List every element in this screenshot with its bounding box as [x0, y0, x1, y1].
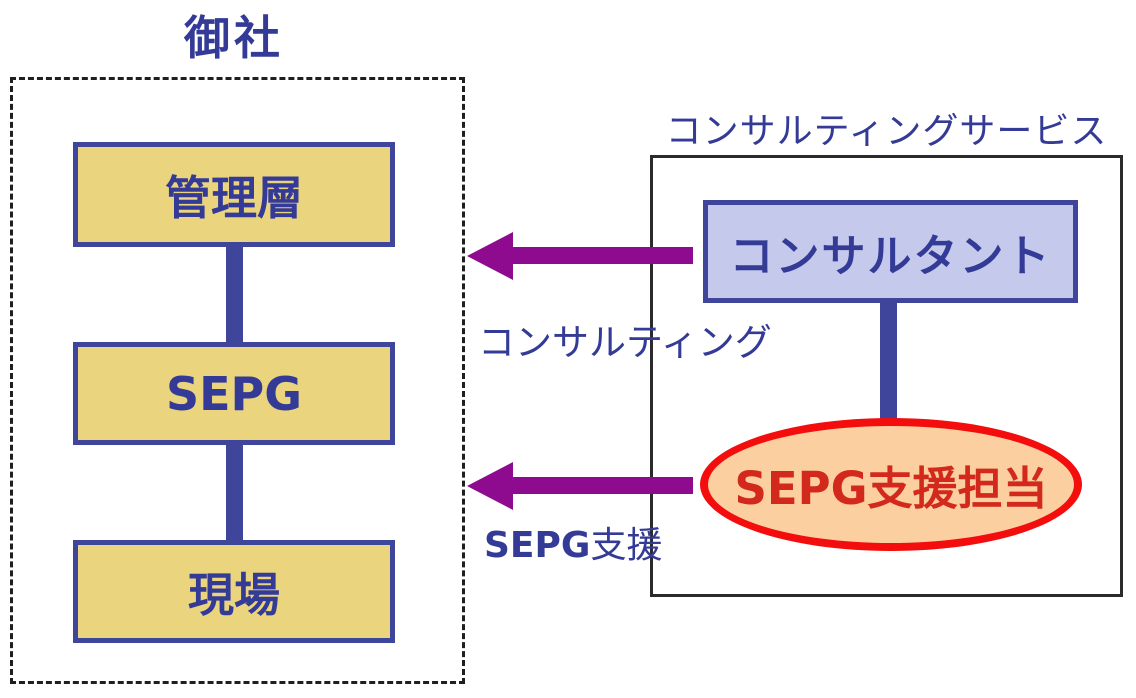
consultant-box: コンサルタント [703, 200, 1078, 303]
consulting-service-frame [650, 155, 1123, 597]
genba-box: 現場 [73, 540, 395, 643]
sepg-support-arrow-label: SEPG支援 [484, 516, 662, 568]
genba-box-label: 現場 [188, 567, 280, 622]
consulting-service-title: コンサルティングサービス [665, 111, 1108, 152]
sepg-support-ellipse: SEPG支援担当 [700, 418, 1082, 551]
connector-management-sepg [226, 242, 243, 347]
sepg-support-label: SEPG支援担当 [734, 462, 1048, 515]
connector-sepg-genba [226, 440, 243, 545]
consulting-arrow-head [467, 232, 513, 280]
company-dashed-frame [10, 77, 465, 684]
sepg-box: SEPG [73, 342, 395, 445]
connector-consultant-support [880, 298, 897, 426]
management-box: 管理層 [73, 142, 395, 247]
consulting-arrow-label: コンサルティング [478, 321, 772, 364]
sepg-support-arrow-label-en: SEPG [484, 525, 591, 566]
consulting-arrow-shaft [508, 247, 693, 264]
sepg-box-label: SEPG [165, 366, 303, 421]
sepg-support-arrow-label-ja: 支援 [590, 525, 663, 566]
company-title: 御社 [184, 11, 284, 65]
consultant-box-label: コンサルタント [729, 230, 1052, 282]
sepg-support-arrow-head [467, 462, 513, 510]
management-box-label: 管理層 [165, 170, 303, 225]
sepg-support-arrow-shaft [508, 477, 693, 494]
